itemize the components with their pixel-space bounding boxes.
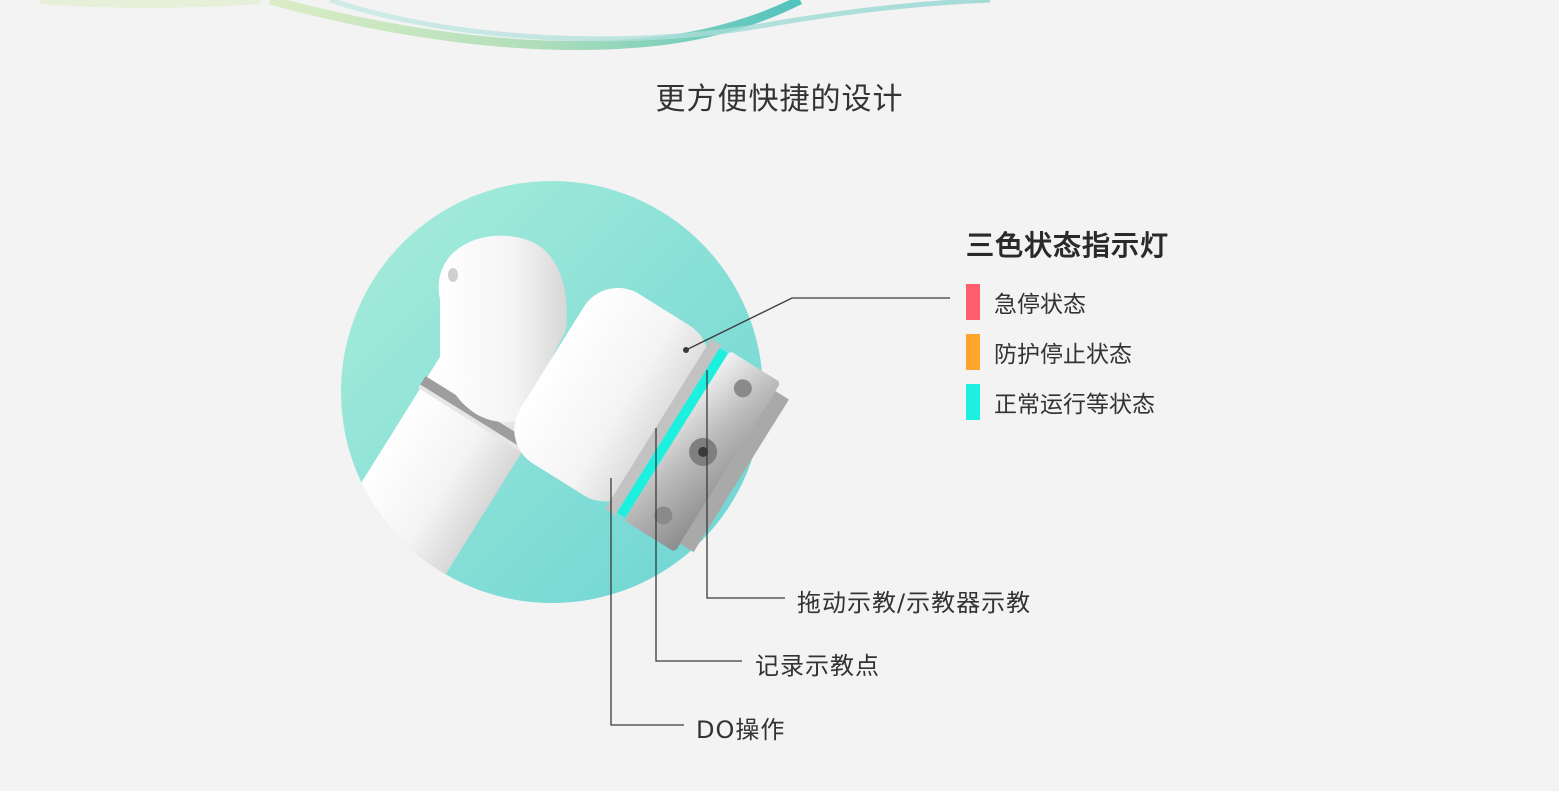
legend-label: 急停状态 <box>994 292 1086 318</box>
robot-joint-head <box>438 235 789 553</box>
record-point-callout-line <box>655 428 742 662</box>
legend-label: 正常运行等状态 <box>994 392 1155 418</box>
callout-drag-teach: 拖动示教/示教器示教 <box>797 589 1032 617</box>
legend-title: 三色状态指示灯 <box>966 229 1170 262</box>
legend-item-normal-running: 正常运行等状态 <box>966 383 1155 421</box>
legend-item-protective-stop: 防护停止状态 <box>966 333 1132 371</box>
legend-item-emergency-stop: 急停状态 <box>966 283 1086 321</box>
led-callout-line <box>685 297 950 351</box>
decorative-waves <box>39 0 991 51</box>
status-swatch-orange <box>966 334 980 370</box>
legend-label: 防护停止状态 <box>994 342 1132 368</box>
callout-record-point: 记录示教点 <box>755 652 880 680</box>
page-title: 更方便快捷的设计 <box>655 82 904 117</box>
callout-do-operation: DO操作 <box>696 716 786 744</box>
status-swatch-cyan <box>966 384 980 420</box>
status-swatch-red <box>966 284 980 320</box>
do-operation-callout-line <box>610 478 684 726</box>
drag-teach-callout-line <box>706 370 785 599</box>
